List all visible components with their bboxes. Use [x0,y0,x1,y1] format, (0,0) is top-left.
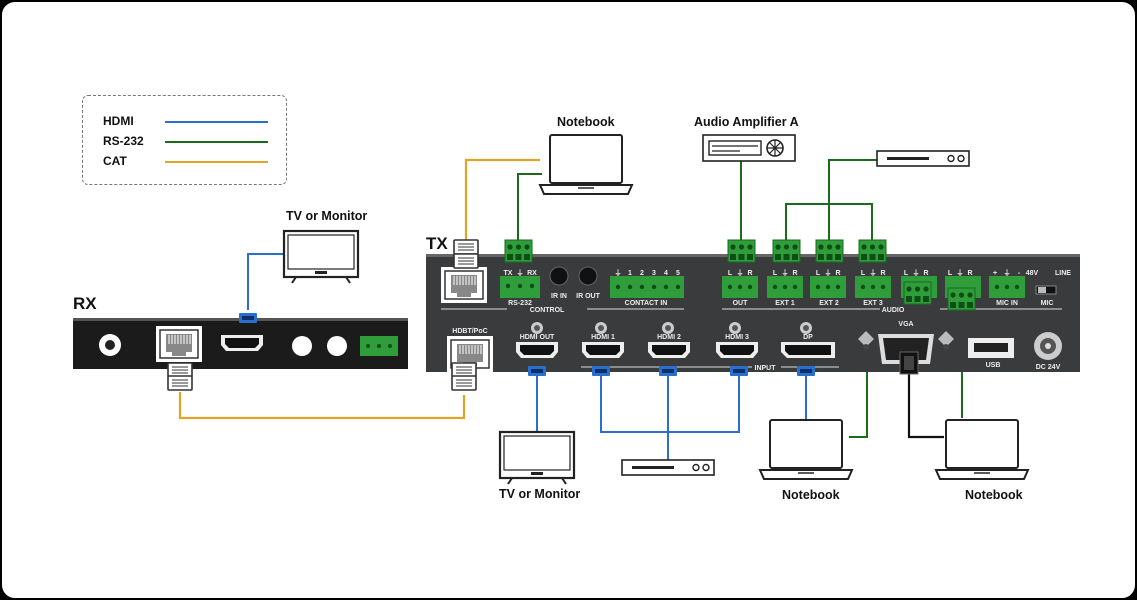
notebook-top-label: Notebook [557,115,615,129]
tv-bottom-icon [498,430,576,486]
dp-label: DP [803,334,813,341]
contact-pin-2: 2 [640,270,644,277]
tx-ext2-plug [815,239,844,263]
legend-rs232-line [165,141,268,143]
ir-out-label: IR OUT [576,293,600,300]
out-pin-l: L [728,270,733,277]
rs232-pin-ground: ⏚ [517,269,524,277]
rs232-label: RS-232 [508,300,532,307]
audio-amplifier-icon [702,134,796,162]
out-pin-r: R [747,270,752,277]
audio-in-pin-r: R [923,270,928,277]
legend-cat-line [165,161,268,163]
tx-transmitter [426,254,1080,373]
out-label: OUT [733,300,749,307]
audio-in-2-pin-ground: ⏚ [957,269,964,277]
notebook-bottom-2-label: Notebook [965,488,1023,502]
ext1-pin-l: L [773,270,778,277]
hdbt-poc-label: HDBT/PoC [452,328,487,335]
usb-label: USB [986,362,1001,369]
legend-cat-label: CAT [103,154,127,168]
notebook-bottom-1-icon [759,419,853,480]
ext2-pin-r: R [835,270,840,277]
ext2-pin-ground: ⏚ [825,269,832,277]
audio-in-pin-ground: ⏚ [913,269,920,277]
tx-ext1-plug [772,239,801,263]
contact-pin-5: 5 [676,270,680,277]
vga-cable [907,370,944,439]
mic-switch-label: MIC [1041,300,1054,307]
mic-pin-ground: ⏚ [1004,269,1011,277]
dc24v-label: DC 24V [1036,364,1061,371]
hdmi1-label: HDMI 1 [591,334,615,341]
tx-audio-out-plug [727,239,756,263]
legend-box: HDMI RS-232 CAT [82,95,287,185]
legend-hdmi-line [165,121,268,123]
control-label: CONTROL [530,307,565,314]
audio-in-2-pin-r: R [967,270,972,277]
media-player-top-icon [875,149,971,168]
tv-bottom-label: TV or Monitor [499,487,581,501]
contact-pin-4: 4 [664,270,668,277]
ext3-pin-ground: ⏚ [870,269,877,277]
tx-ext3-plug [858,239,887,263]
tx-panel-text: TX ⏚ RX RS-232 IR IN IR OUT ⏚ 1 2 3 4 5 … [452,269,1071,372]
mic-in-label: MIC IN [996,300,1018,307]
rs232-pin-tx: TX [504,270,513,277]
contact-pin-ground: ⏚ [615,269,622,277]
hdmi-cables [247,253,807,460]
audio-in-pin-l: L [904,270,909,277]
audio-amp-label: Audio Amplifier A [694,115,799,129]
ext3-label: EXT 3 [863,300,883,307]
contact-pin-3: 3 [652,270,656,277]
mic-pin-minus: - [1018,270,1021,277]
tx-audio-in-2-plug [947,287,976,311]
rs232-pin-rx: RX [527,270,537,277]
tv-rx-label: TV or Monitor [286,209,368,223]
tx-label: TX [426,234,448,253]
ext2-label: EXT 2 [819,300,839,307]
legend-rs232-label: RS-232 [103,134,144,148]
notebook-bottom-1-label: Notebook [782,488,840,502]
tx-cat-plug-bottom [451,362,477,391]
hdmi2-label: HDMI 2 [657,334,681,341]
ext3-pin-r: R [880,270,885,277]
hdmi-out-label: HDMI OUT [520,334,555,341]
audio-in-2-pin-l: L [948,270,953,277]
ir-in-label: IR IN [551,293,567,300]
vga-label: VGA [898,321,913,328]
notebook-top-icon [539,134,633,195]
ext1-label: EXT 1 [775,300,795,307]
rx-cat-plug [167,362,193,391]
rx-hdmi-plug [239,313,257,323]
line-label: LINE [1055,270,1071,277]
tx-rs232-plug [504,239,533,263]
media-player-bottom-icon [620,458,716,477]
input-label: INPUT [755,365,777,372]
ext3-pin-l: L [861,270,866,277]
tx-audio-in-plug [903,281,932,305]
ext1-pin-ground: ⏚ [782,269,789,277]
contact-in-label: CONTACT IN [625,300,668,307]
legend-hdmi-label: HDMI [103,114,134,128]
48v-label: 48V [1026,270,1039,277]
out-pin-ground: ⏚ [737,269,744,277]
tx-cat-plug-top [453,239,479,269]
hdmi3-label: HDMI 3 [725,334,749,341]
ext1-pin-r: R [792,270,797,277]
audio-label: AUDIO [882,307,905,314]
mic-pin-plus: + [993,270,997,277]
rx-receiver [73,318,408,369]
contact-pin-1: 1 [628,270,632,277]
rx-label: RX [73,294,97,313]
notebook-bottom-2-icon [935,419,1029,480]
cat-cables [178,158,540,420]
ext2-pin-l: L [816,270,821,277]
tv-rx-icon [282,229,360,285]
vga-plug [899,351,919,375]
